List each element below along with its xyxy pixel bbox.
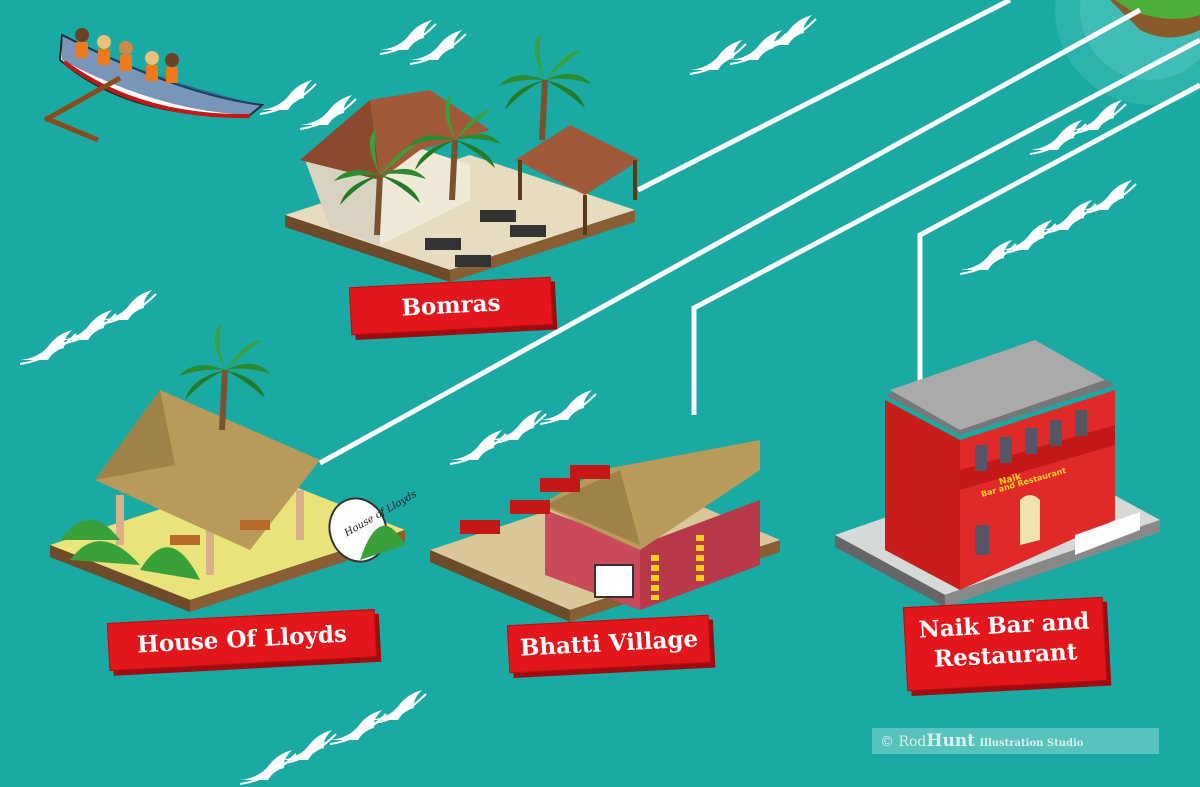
- house-of-lloyds-building: House of Lloyds: [50, 324, 419, 612]
- credit-suffix: Illustration Studio: [979, 738, 1084, 749]
- copyright-symbol: ©: [880, 734, 894, 750]
- credit-watermark: © RodHunt Illustration Studio: [872, 728, 1159, 754]
- bhatti-village-building: [430, 440, 780, 622]
- connector-lines: [318, 0, 1200, 466]
- location-label-naik-bar[interactable]: Naik Bar and Restaurant: [902, 596, 1108, 692]
- naik-bar-building: Naik Bar and Restaurant: [835, 340, 1160, 607]
- bomras-building: [285, 34, 640, 282]
- canoe-boat: [43, 28, 265, 143]
- credit-brand-first: Rod: [898, 734, 927, 750]
- island-corner: [1055, 0, 1200, 105]
- credit-brand-second: Hunt: [926, 731, 976, 751]
